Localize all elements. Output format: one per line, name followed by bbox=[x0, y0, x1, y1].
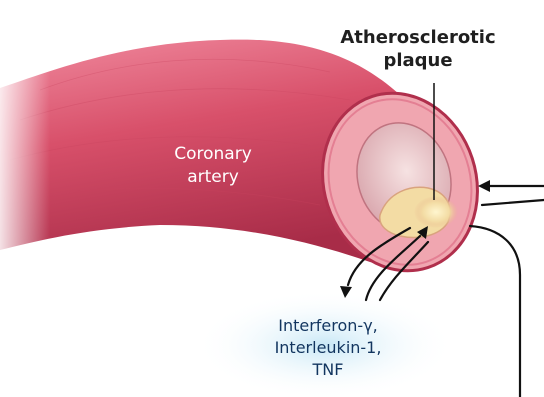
right-line bbox=[482, 200, 544, 205]
cytokine-label-tnf: TNF bbox=[238, 359, 418, 381]
bottom-curved-arrow bbox=[470, 226, 520, 397]
artery-label-line-1: Coronary bbox=[138, 143, 288, 166]
cytokine-label-interferon: Interferon-γ, bbox=[238, 315, 418, 337]
plaque-label: Atherosclerotic plaque bbox=[318, 26, 518, 72]
coronary-artery-label: Coronary artery bbox=[138, 143, 288, 189]
plaque-glow bbox=[414, 196, 458, 228]
plaque-label-line-1: Atherosclerotic bbox=[318, 26, 518, 49]
cytokine-label-interleukin: Interleukin-1, bbox=[238, 337, 418, 359]
cytokines-label: Interferon-γ, Interleukin-1, TNF bbox=[238, 315, 418, 381]
plaque-label-line-2: plaque bbox=[318, 49, 518, 72]
artery-label-line-2: artery bbox=[138, 166, 288, 189]
